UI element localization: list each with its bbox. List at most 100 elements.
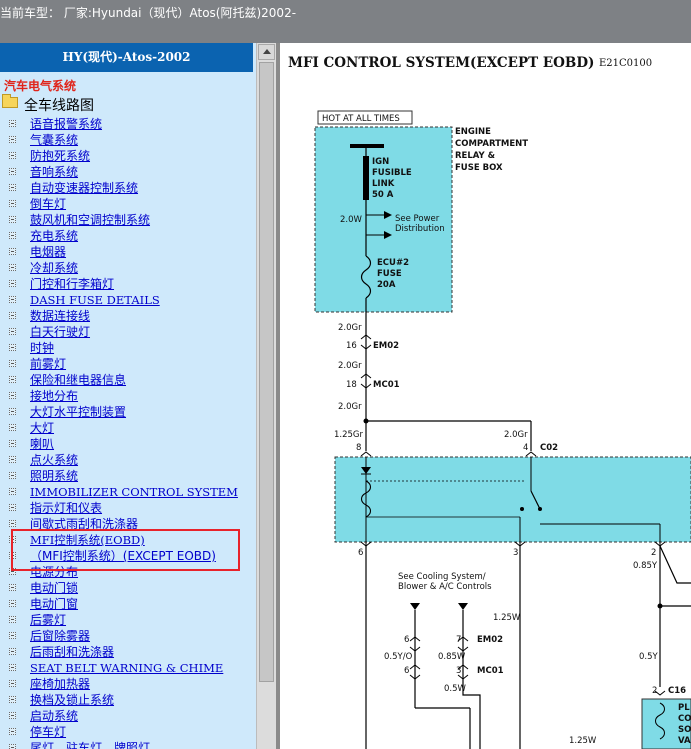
tree-item[interactable]: 后雾灯	[0, 613, 256, 629]
tree-item[interactable]: 时钟	[0, 341, 256, 357]
tree-item-label[interactable]: DASH FUSE DETAILS	[30, 293, 160, 307]
diagram-title: MFI CONTROL SYSTEM(EXCEPT EOBD)	[288, 55, 595, 71]
tree-item-label[interactable]: 大灯	[30, 421, 55, 435]
tree-item[interactable]: 语音报警系统	[0, 117, 256, 133]
tree-item[interactable]: 照明系统	[0, 469, 256, 485]
pin-2-b: 2	[652, 686, 657, 696]
tree-item[interactable]: 门控和行李箱灯	[0, 277, 256, 293]
tree-item[interactable]: 点火系统	[0, 453, 256, 469]
tree-item[interactable]: 自动变速器控制系统	[0, 181, 256, 197]
tree-item[interactable]: 启动系统	[0, 709, 256, 725]
tree-item-label[interactable]: 语音报警系统	[30, 117, 103, 131]
tree-item[interactable]: DASH FUSE DETAILS	[0, 293, 256, 309]
tree-item-label[interactable]: 气囊系统	[30, 133, 79, 147]
tree-item-label[interactable]: 前雾灯	[30, 357, 67, 371]
tree-item-label[interactable]: 照明系统	[30, 469, 79, 483]
tree-item-label[interactable]: IMMOBILIZER CONTROL SYSTEM	[30, 485, 238, 499]
tree-item-label[interactable]: MFI控制系统(EOBD)	[30, 533, 145, 547]
tree-leaf-icon	[9, 136, 16, 143]
tree-item-label[interactable]: 充电系统	[30, 229, 79, 243]
tree-item-label[interactable]: 电烟器	[30, 245, 67, 259]
tree-item-label[interactable]: 尾灯、驻车灯、牌照灯	[30, 741, 151, 749]
tree-item-label[interactable]: 电动门锁	[30, 581, 79, 595]
tree-item-label[interactable]: 点火系统	[30, 453, 79, 467]
scroll-up-arrow-icon[interactable]	[258, 44, 275, 60]
tree-item-label[interactable]: 鼓风机和空调控制系统	[30, 213, 151, 227]
tree-item[interactable]: 气囊系统	[0, 133, 256, 149]
tree-item[interactable]: 保险和继电器信息	[0, 373, 256, 389]
arrow-icon	[384, 231, 392, 239]
tree-leaf-icon	[9, 664, 16, 671]
tree-item-label[interactable]: 冷却系统	[30, 261, 79, 275]
tree-item-label[interactable]: 后雾灯	[30, 613, 67, 627]
tree-item[interactable]: 白天行驶灯	[0, 325, 256, 341]
tree-item-label[interactable]: 保险和继电器信息	[30, 373, 127, 387]
tree-item[interactable]: 倒车灯	[0, 197, 256, 213]
tree-item-label[interactable]: 后雨刮和洗涤器	[30, 645, 115, 659]
tree-item-label[interactable]: 换档及锁止系统	[30, 693, 115, 707]
tree-item-label[interactable]: 白天行驶灯	[30, 325, 91, 339]
tree-item[interactable]: 间歇式雨刮和洗涤器	[0, 517, 256, 533]
tree-item[interactable]: 冷却系统	[0, 261, 256, 277]
tree-item[interactable]: 防抱死系统	[0, 149, 256, 165]
tree-item[interactable]: 前雾灯	[0, 357, 256, 373]
tree-item-label[interactable]: 音响系统	[30, 165, 79, 179]
tree-item-label[interactable]: 倒车灯	[30, 197, 67, 211]
connector-mc01-c-bot	[457, 674, 469, 680]
arrow-down-icon	[410, 603, 420, 610]
pin-2: 2	[651, 548, 656, 558]
tree-item-label[interactable]: 自动变速器控制系统	[30, 181, 139, 195]
tree-item[interactable]: 鼓风机和空调控制系统	[0, 213, 256, 229]
tree-item-label[interactable]: 门控和行李箱灯	[30, 277, 115, 291]
tree-leaf-icon	[9, 248, 16, 255]
pin-4: 4	[523, 443, 528, 453]
pane-divider[interactable]	[276, 43, 280, 749]
tree-item-label[interactable]: 数据连接线	[30, 309, 91, 323]
tree-item[interactable]: 数据连接线	[0, 309, 256, 325]
tree-item[interactable]: 音响系统	[0, 165, 256, 181]
tree-item[interactable]: 指示灯和仪表	[0, 501, 256, 517]
tree-item[interactable]: 座椅加热器	[0, 677, 256, 693]
tree-item-label[interactable]: （MFI控制系统）(EXCEPT EOBD)	[30, 549, 216, 563]
tree-leaf-icon	[9, 280, 16, 287]
tree-item-label[interactable]: 后窗除雾器	[30, 629, 91, 643]
tree-item-label[interactable]: 停车灯	[30, 725, 67, 739]
tree-item[interactable]: 大灯水平控制装置	[0, 405, 256, 421]
relay-module	[334, 456, 691, 543]
tree-item[interactable]: 接地分布	[0, 389, 256, 405]
tree-item[interactable]: 停车灯	[0, 725, 256, 741]
tree-item[interactable]: IMMOBILIZER CONTROL SYSTEM	[0, 485, 256, 501]
tree-item-label[interactable]: 大灯水平控制装置	[30, 405, 127, 419]
pin-7: 7	[456, 635, 461, 645]
tree-item-label[interactable]: 电源分布	[30, 565, 79, 579]
tree-item-label[interactable]: 防抱死系统	[30, 149, 91, 163]
tree-leaf-icon	[9, 520, 16, 527]
tree-item[interactable]: SEAT BELT WARNING & CHIME	[0, 661, 256, 677]
tree-item[interactable]: 尾灯、驻车灯、牌照灯	[0, 741, 256, 749]
scroll-thumb[interactable]	[259, 62, 274, 682]
tree-item[interactable]: 后窗除雾器	[0, 629, 256, 645]
tree-item-label[interactable]: 间歇式雨刮和洗涤器	[30, 517, 139, 531]
tree-item[interactable]: 电动门窗	[0, 597, 256, 613]
tree-item-label[interactable]: 接地分布	[30, 389, 79, 403]
sidebar-scrollbar[interactable]	[256, 43, 276, 749]
tree-item-label[interactable]: 座椅加热器	[30, 677, 91, 691]
connector-c02-label: C02	[540, 443, 558, 453]
tree-item-label[interactable]: 喇叭	[30, 437, 55, 451]
tree-item[interactable]: 喇叭	[0, 437, 256, 453]
connector-em02-label: EM02	[373, 341, 399, 351]
tree-item-label[interactable]: 时钟	[30, 341, 55, 355]
tree-item[interactable]: 换档及锁止系统	[0, 693, 256, 709]
tree-item[interactable]: 大灯	[0, 421, 256, 437]
section-title[interactable]: 汽车电气系统	[4, 79, 77, 93]
relay-switch-arm	[530, 490, 541, 510]
tree-item[interactable]: 电动门锁	[0, 581, 256, 597]
tree-item[interactable]: 电烟器	[0, 245, 256, 261]
tree-item-label[interactable]: 启动系统	[30, 709, 79, 723]
tree-item-label[interactable]: 指示灯和仪表	[30, 501, 103, 515]
tree-item[interactable]: 电源分布	[0, 565, 256, 581]
tree-item[interactable]: 充电系统	[0, 229, 256, 245]
tree-item-label[interactable]: SEAT BELT WARNING & CHIME	[30, 661, 224, 675]
tree-item-label[interactable]: 电动门窗	[30, 597, 79, 611]
tree-item[interactable]: 后雨刮和洗涤器	[0, 645, 256, 661]
